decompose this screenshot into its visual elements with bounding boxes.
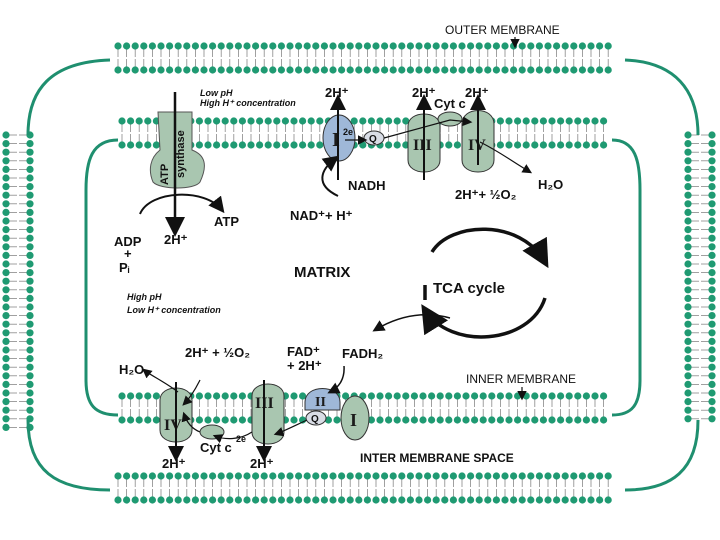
high-ph-line-2: Low H⁺ concentration <box>127 305 221 315</box>
atp-synthase: ATP synthase <box>139 92 225 237</box>
atp-label: ATP <box>214 214 239 229</box>
low-ph-line-2: High H⁺ concentration <box>200 98 296 108</box>
outer-membrane-top <box>114 42 612 74</box>
bottom-proton-2: 2H⁺ <box>250 456 274 471</box>
bottom-water-label: H₂O <box>119 362 144 377</box>
adp-label: ADP <box>114 234 142 249</box>
bottom-complex-ii: II <box>304 388 341 411</box>
ph-notes: Low pH High H⁺ concentration High pH Low… <box>127 88 296 315</box>
tca-cycle: TCA cycle <box>372 227 549 339</box>
atp-synthase-label-1: ATP <box>159 164 171 185</box>
top-q: Q <box>363 130 385 146</box>
region-labels: OUTER MEMBRANE MATRIX INNER MEMBRANE INT… <box>294 23 576 465</box>
outer-membrane-label: OUTER MEMBRANE <box>445 23 560 37</box>
top-cyt-c-blob <box>437 111 463 127</box>
fad-label-1: FAD⁺ <box>287 344 320 359</box>
bottom-complex-i: I <box>340 395 370 441</box>
atp-proton-label: 2H⁺ <box>164 232 188 247</box>
atp-reaction-labels: ADP + Pᵢ ATP 2H⁺ <box>114 214 239 275</box>
fad-label-2: + 2H⁺ <box>287 358 322 373</box>
outer-membrane-bottom <box>114 472 612 504</box>
tca-cycle-label: TCA cycle <box>433 280 505 297</box>
svg-text:I: I <box>332 129 340 151</box>
outer-membrane-left <box>2 131 34 431</box>
svg-text:I: I <box>350 410 357 430</box>
top-oxygen-label: 2H⁺+ ½O₂ <box>455 187 517 202</box>
svg-text:II: II <box>315 395 326 410</box>
top-cyt-c-label: Cyt c <box>434 96 466 111</box>
svg-text:Q: Q <box>311 414 319 425</box>
svg-text:Q: Q <box>369 134 377 145</box>
plus-label: + <box>124 246 132 261</box>
bottom-chain-arrows <box>142 365 345 462</box>
svg-text:III: III <box>413 137 432 154</box>
high-ph-line-1: High pH <box>127 292 162 302</box>
inner-membrane-label: INNER MEMBRANE <box>466 372 576 386</box>
inner-membrane-arcs <box>84 138 642 417</box>
top-water-label: H₂O <box>538 177 563 192</box>
atp-synthase-label-2: synthase <box>175 130 187 178</box>
bottom-cyt-c-label: Cyt c <box>200 440 232 455</box>
outer-membrane-right <box>684 131 716 423</box>
fadh2-label: FADH₂ <box>342 346 383 361</box>
bottom-chain-labels: H₂O 2H⁺ + ½O₂ FAD⁺ + 2H⁺ FADH₂ 2e Cyt c … <box>119 344 383 471</box>
low-ph-line-1: Low pH <box>200 88 233 98</box>
inter-membrane-space-label: INTER MEMBRANE SPACE <box>360 451 514 465</box>
top-chain-arrows <box>321 94 533 197</box>
nadh-label: NADH <box>348 178 386 193</box>
bottom-complex-iii: III <box>251 383 285 445</box>
bottom-cyt-c-blob <box>199 424 225 440</box>
outer-membrane-arcs <box>26 58 700 492</box>
bottom-proton-1: 2H⁺ <box>162 456 186 471</box>
matrix-label: MATRIX <box>294 264 350 281</box>
top-proton-2: 2H⁺ <box>412 85 436 100</box>
bottom-electrons: 2e <box>236 434 246 444</box>
bottom-oxygen-label: 2H⁺ + ½O₂ <box>185 345 250 360</box>
top-chain-labels: 2H⁺ 2H⁺ 2H⁺ Cyt c 2e NADH NAD⁺+ H⁺ 2H⁺+ … <box>290 85 563 223</box>
nad-label: NAD⁺+ H⁺ <box>290 208 353 223</box>
svg-text:IV: IV <box>164 417 182 434</box>
top-electrons: 2e <box>343 127 353 137</box>
top-proton-3: 2H⁺ <box>465 85 489 100</box>
pi-label: Pᵢ <box>119 260 130 275</box>
top-proton-1: 2H⁺ <box>325 85 349 100</box>
bottom-q: Q <box>305 410 327 426</box>
